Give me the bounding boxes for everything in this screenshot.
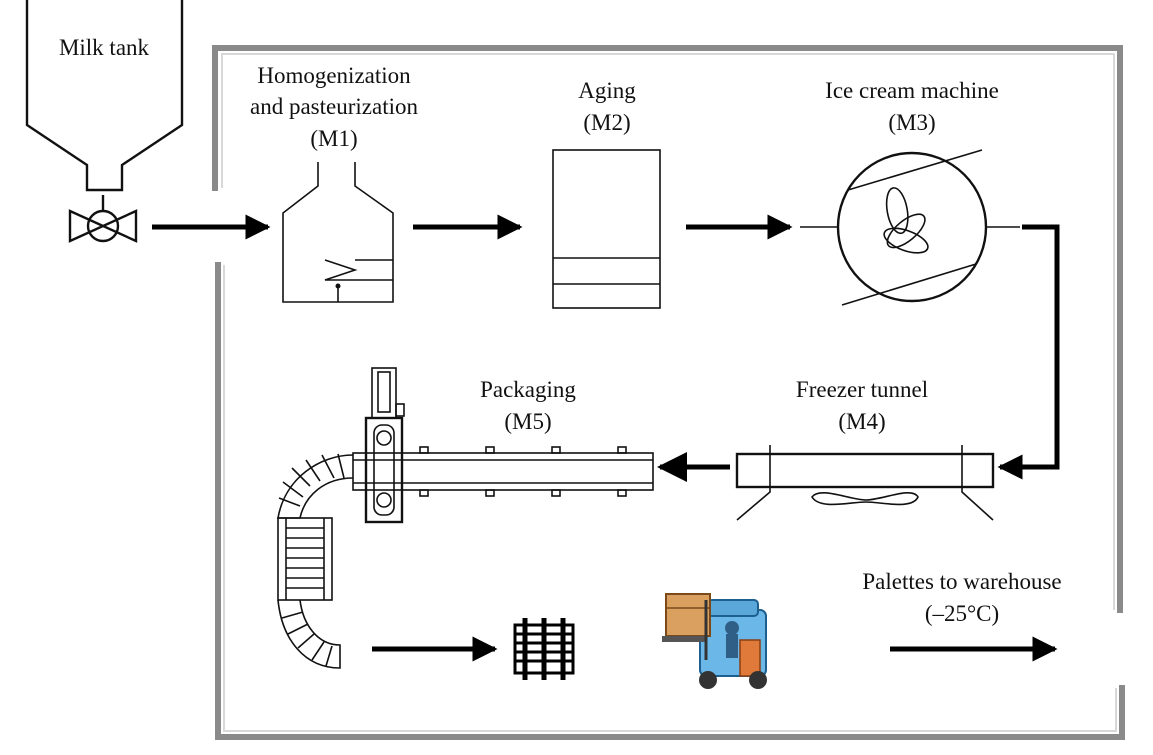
m3-code: (M3) bbox=[888, 110, 935, 135]
m1-homogenizer: Homogenization and pasteurization (M1) bbox=[250, 63, 418, 303]
m2-aging-tank: Aging (M2) bbox=[552, 78, 661, 309]
m3-label: Ice cream machine bbox=[825, 78, 999, 103]
pallet-icon bbox=[513, 618, 575, 680]
m4-freezer-tunnel: Freezer tunnel (M4) bbox=[735, 377, 995, 521]
milk-tank: Milk tank bbox=[25, 0, 184, 192]
m2-code: (M2) bbox=[583, 110, 630, 135]
m4-label: Freezer tunnel bbox=[796, 377, 928, 402]
valve-icon bbox=[68, 195, 138, 243]
fan-icon bbox=[883, 187, 929, 254]
m4-code: (M4) bbox=[838, 409, 885, 434]
warehouse-output: Palettes to warehouse (–25°C) bbox=[862, 569, 1061, 626]
warehouse-label: Palettes to warehouse bbox=[862, 569, 1061, 594]
m5-code: (M5) bbox=[504, 409, 551, 434]
warehouse-temperature: (–25°C) bbox=[925, 601, 999, 626]
m1-code: (M1) bbox=[310, 126, 357, 151]
m1-label-line2: and pasteurization bbox=[250, 94, 418, 119]
m2-label: Aging bbox=[578, 78, 636, 103]
curved-conveyor bbox=[277, 453, 354, 669]
m3-ice-cream-machine: Ice cream machine (M3) bbox=[800, 78, 1020, 306]
flow-arrow-m3-to-m4 bbox=[997, 224, 1060, 480]
plant-walls bbox=[212, 45, 1125, 740]
m1-label-line1: Homogenization bbox=[257, 63, 411, 88]
m5-packaging-line: Packaging (M5) bbox=[277, 367, 654, 669]
milk-tank-label: Milk tank bbox=[59, 35, 150, 60]
m5-label: Packaging bbox=[480, 377, 576, 402]
forklift-icon bbox=[662, 593, 767, 689]
